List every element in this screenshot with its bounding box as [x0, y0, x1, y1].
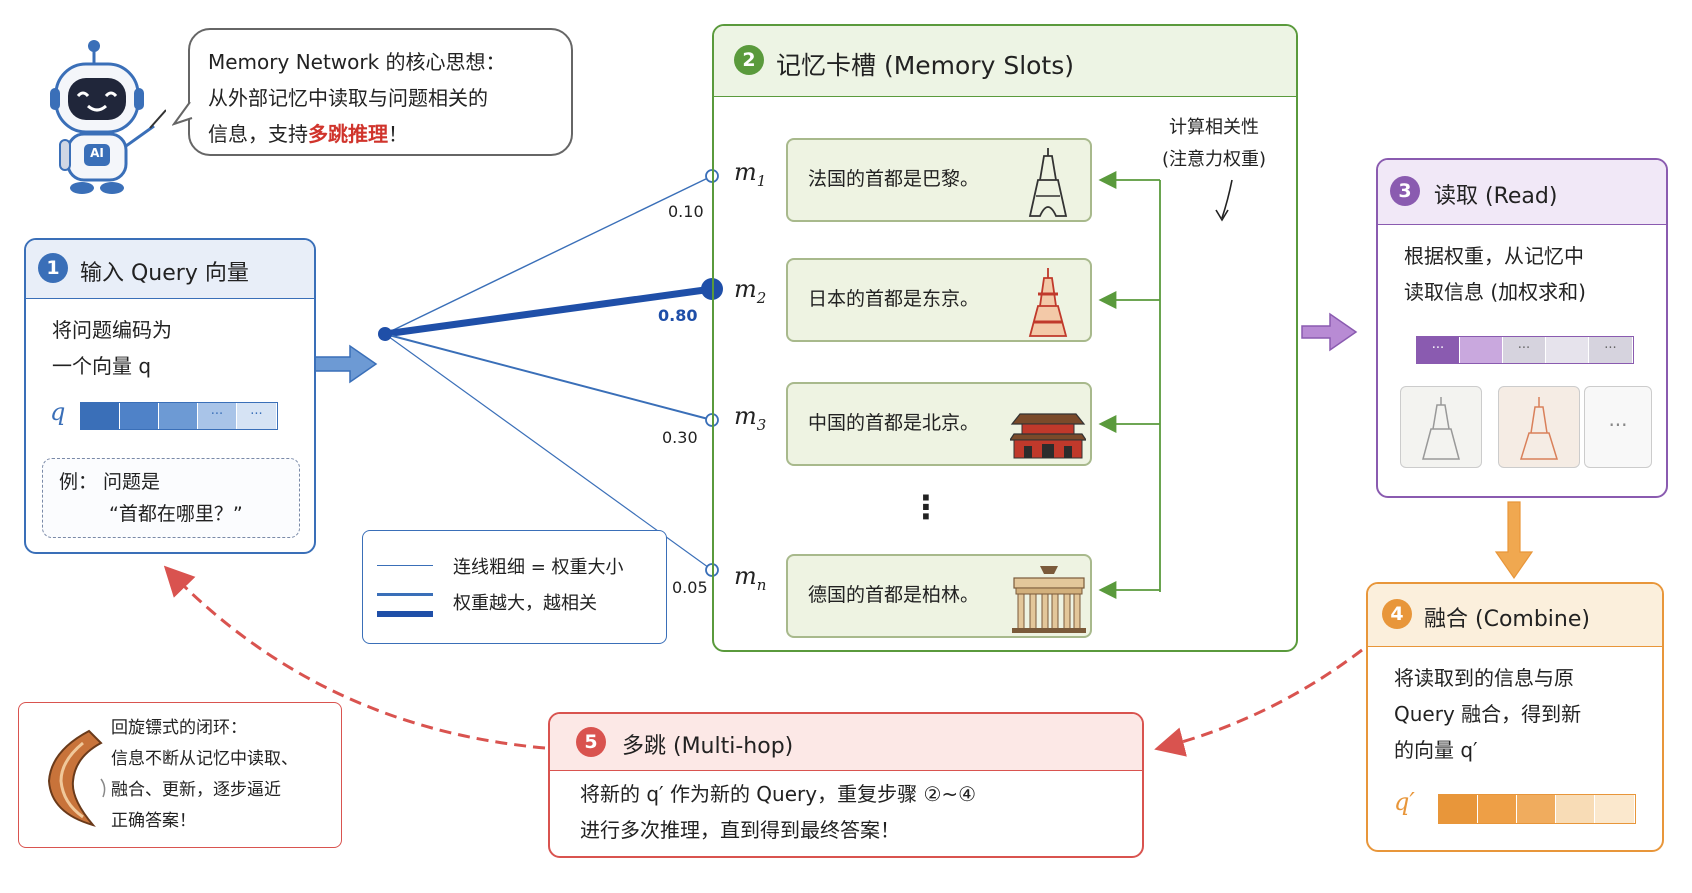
attention-line-m3 — [384, 333, 713, 421]
step4-number: 4 — [1382, 599, 1412, 629]
query-vector: ··· ··· — [80, 402, 278, 430]
relevance-line-2: (注意力权重) — [1162, 149, 1267, 170]
memory-slot-n: 德国的首都是柏林。 — [786, 554, 1092, 638]
read-thumb-more: ··· — [1584, 386, 1652, 468]
step3-read-panel: 3 读取 (Read) 根据权重，从记忆中 读取信息 (加权求和) ··· ··… — [1376, 158, 1668, 498]
relevance-arrows — [1098, 171, 1161, 599]
attention-lines — [378, 169, 723, 577]
relevance-note: 计算相关性 (注意力权重) — [1162, 112, 1266, 176]
example-label: 例： 问题是 — [59, 471, 161, 493]
read-vector: ··· ··· ··· — [1416, 336, 1634, 364]
weight-mn: 0.05 — [672, 578, 708, 597]
tiananmen-icon — [1010, 413, 1086, 459]
step1-desc-2: 一个向量 q — [52, 354, 152, 378]
legend-line-2: 权重越大，越相关 — [453, 593, 597, 614]
relevance-line-1: 计算相关性 — [1169, 117, 1260, 138]
step1-example-box: 例： 问题是 “首都在哪里？” — [42, 458, 300, 538]
step4-title: 融合 (Combine) — [1424, 607, 1590, 632]
boomerang-icon — [47, 729, 106, 827]
legend-line-1: 连线粗细 = 权重大小 — [453, 557, 624, 578]
step3-title: 读取 (Read) — [1434, 184, 1558, 209]
step5-title: 多跳 (Multi-hop) — [622, 734, 794, 759]
step4-desc-1: 将读取到的信息与原 — [1394, 666, 1574, 690]
slot-label-mn: mn — [734, 562, 767, 594]
weight-m2: 0.80 — [658, 306, 698, 325]
step2-memory-panel: 2 记忆卡槽 (Memory Slots) 计算相关性 (注意力权重) — [712, 24, 1298, 652]
step5-multihop-panel: 5 多跳 (Multi-hop) 将新的 q′ 作为新的 Query，重复步骤 … — [548, 712, 1144, 858]
new-query-vector — [1438, 794, 1636, 824]
faded-eiffel-icon — [1422, 397, 1460, 460]
step3-desc-2: 读取信息 (加权求和) — [1404, 280, 1586, 304]
memory-slot-2-text: 日本的首都是东京。 — [808, 288, 980, 310]
loop-note-line-3: 融合、更新，逐步逼近 — [111, 780, 281, 800]
speech-tail — [172, 101, 193, 126]
weight-m3: 0.30 — [662, 428, 698, 447]
speech-line-2: 从外部记忆中读取与问题相关的 — [208, 86, 488, 110]
arrow-query-to-hub — [314, 344, 378, 384]
faded-tokyo-tower-icon — [1519, 397, 1559, 460]
step1-title: 输入 Query 向量 — [80, 261, 249, 286]
loop-note-line-1: 回旋镖式的闭环： — [111, 718, 247, 738]
more-slots-dots: ⋮ — [910, 488, 942, 526]
memory-slot-1-text: 法国的首都是巴黎。 — [808, 168, 980, 190]
arrow-slots-to-read — [1301, 312, 1358, 352]
memory-slot-3-text: 中国的首都是北京。 — [808, 412, 980, 434]
legend-box: 连线粗细 = 权重大小 权重越大，越相关 — [362, 530, 667, 644]
attention-line-m1 — [384, 175, 713, 335]
legend-medium-line — [377, 593, 433, 596]
robot-badge: AI — [90, 146, 104, 160]
example-question: “首都在哪里？” — [109, 503, 243, 525]
step3-desc-1: 根据权重，从记忆中 — [1404, 244, 1584, 268]
speech-highlight: 多跳推理 — [308, 122, 388, 146]
step5-desc-1: 将新的 q′ 作为新的 Query，重复步骤 ②~④ — [580, 782, 977, 806]
step4-desc-3: 的向量 q′ — [1394, 738, 1478, 762]
relevance-pointer — [1221, 179, 1233, 219]
loop-note-line-4: 正确答案！ — [111, 811, 196, 831]
memory-slot-2: 日本的首都是东京。 — [786, 258, 1092, 342]
attention-line-m2 — [384, 285, 713, 338]
slot-label-m3: m3 — [734, 402, 767, 434]
speech-bubble: Memory Network 的核心思想： 从外部记忆中读取与问题相关的 信息，… — [188, 28, 573, 156]
robot-mascot: AI — [46, 36, 167, 198]
query-vector-label: q — [50, 398, 66, 426]
speech-line-1: Memory Network 的核心思想： — [208, 50, 506, 74]
legend-thin-line — [377, 565, 433, 567]
step1-number: 1 — [38, 253, 68, 283]
memory-slot-3: 中国的首都是北京。 — [786, 382, 1092, 466]
step4-combine-panel: 4 融合 (Combine) 将读取到的信息与原 Query 融合，得到新 的向… — [1366, 582, 1664, 852]
step2-title: 记忆卡槽 (Memory Slots) — [776, 51, 1075, 80]
brandenburg-gate-icon — [1012, 566, 1086, 633]
tokyo-tower-icon — [1028, 268, 1068, 337]
step1-query-panel: 1 输入 Query 向量 将问题编码为 一个向量 q q ··· ··· 例：… — [24, 238, 316, 554]
loop-note-line-2: 信息不断从记忆中读取、 — [111, 749, 298, 769]
step5-number: 5 — [576, 727, 606, 757]
arrow-combine-to-multihop — [1154, 648, 1363, 757]
memory-slot-1: 法国的首都是巴黎。 — [786, 138, 1092, 222]
step4-desc-2: Query 融合，得到新 — [1394, 702, 1582, 726]
new-query-vector-label: q′ — [1394, 788, 1415, 816]
read-thumb-1 — [1400, 386, 1482, 468]
attention-hub — [378, 327, 392, 341]
arrow-read-to-combine — [1494, 501, 1534, 580]
loop-note-box: 回旋镖式的闭环： 信息不断从记忆中读取、 融合、更新，逐步逼近 正确答案！ — [18, 702, 342, 848]
read-thumb-2 — [1498, 386, 1580, 468]
speech-line-3: 信息，支持多跳推理！ — [208, 122, 408, 146]
slot-label-m1: m1 — [734, 158, 767, 190]
step2-number: 2 — [734, 45, 764, 75]
step3-number: 3 — [1390, 176, 1420, 206]
arrow-multihop-to-query — [163, 565, 546, 750]
weight-m1: 0.10 — [668, 202, 704, 221]
slot-label-m2: m2 — [734, 275, 767, 307]
eiffel-tower-icon — [1028, 148, 1068, 217]
legend-thick-line — [377, 611, 433, 617]
step1-desc-1: 将问题编码为 — [52, 318, 172, 342]
memory-slot-n-text: 德国的首都是柏林。 — [808, 584, 980, 606]
step5-desc-2: 进行多次推理，直到得到最终答案！ — [580, 818, 900, 842]
